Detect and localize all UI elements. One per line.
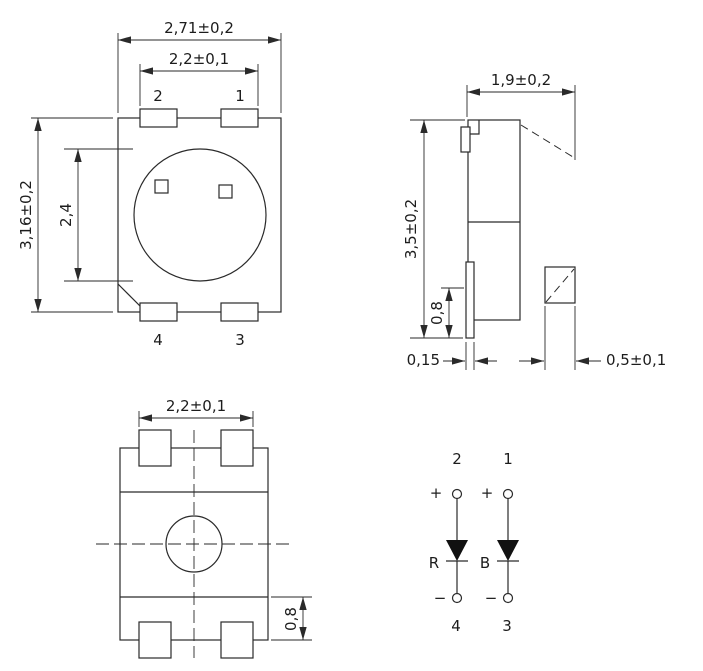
- pad-top-left: [138, 429, 172, 467]
- lead-foot: [544, 266, 576, 304]
- die-left: [154, 179, 169, 194]
- pad-top-right: [220, 108, 259, 128]
- plus-sign-right: +: [481, 484, 494, 502]
- dim-label-pad-height: 0,8: [282, 607, 300, 631]
- center-circle: [165, 515, 223, 573]
- schematic-pin-4: 4: [451, 617, 461, 635]
- dim-label-lead-thickness: 0,15: [407, 351, 440, 369]
- dim-label-outer-height: 3,16±0,2: [17, 180, 35, 250]
- dim-label-foot-length: 0,5±0,1: [606, 351, 666, 369]
- dim-label-height: 3,5±0,2: [402, 199, 420, 259]
- pad-bottom-right: [220, 621, 254, 659]
- dim-label-depth: 1,9±0,2: [491, 71, 551, 89]
- diode-triangle-right: [497, 540, 519, 561]
- package-body-outline: [117, 117, 282, 313]
- side-body-outline: [467, 119, 521, 321]
- schematic-pin-1: 1: [503, 450, 513, 468]
- projection-dash-top: [520, 124, 574, 158]
- pad-bottom-left: [139, 302, 178, 322]
- plus-sign-left: +: [430, 484, 443, 502]
- terminal-bottom-right: [502, 592, 514, 604]
- dim-label-outer-width: 2,71±0,2: [164, 19, 234, 37]
- terminal-top-left: [451, 488, 463, 500]
- pad-top-left: [139, 108, 178, 128]
- pad-bottom-right: [220, 302, 259, 322]
- pin-number-2: 2: [153, 87, 163, 105]
- lead-bottom: [465, 261, 475, 339]
- pad-bottom-left: [138, 621, 172, 659]
- diode-label-red: R: [429, 554, 439, 572]
- dim-label-pad-width: 2,2±0,1: [169, 50, 229, 68]
- pin-number-3: 3: [235, 331, 245, 349]
- schematic: 2 1 + + R B − − 4 3: [429, 450, 519, 635]
- projection-dash-bottom: [545, 268, 575, 303]
- dim-label-pad-span: 2,2±0,1: [166, 397, 226, 415]
- dim-label-standoff: 0,8: [428, 301, 446, 325]
- lens-circle: [133, 148, 267, 282]
- diode-label-blue: B: [480, 554, 490, 572]
- die-right: [218, 184, 233, 199]
- terminal-top-right: [502, 488, 514, 500]
- pin-number-4: 4: [153, 331, 163, 349]
- terminal-bottom-left: [451, 592, 463, 604]
- side-view: 1,9±0,2 3,5±0,2 0,8 0,15 0,5±0,1: [402, 71, 666, 370]
- schematic-pin-3: 3: [502, 617, 512, 635]
- minus-sign-right: −: [485, 589, 498, 607]
- diode-triangle-left: [446, 540, 468, 561]
- pin-number-1: 1: [235, 87, 245, 105]
- dim-label-lens-height: 2,4: [57, 203, 75, 227]
- bottom-view: 2,2±0,1 0,8: [96, 397, 312, 659]
- lead-top-hook: [460, 126, 471, 153]
- schematic-pin-2: 2: [452, 450, 462, 468]
- pad-top-right: [220, 429, 254, 467]
- lead-top-notch: [470, 120, 480, 135]
- minus-sign-left: −: [434, 589, 447, 607]
- front-view: 2,71±0,2 2,2±0,1 2 1 4 3 3,16±0,2 2,4: [17, 19, 282, 349]
